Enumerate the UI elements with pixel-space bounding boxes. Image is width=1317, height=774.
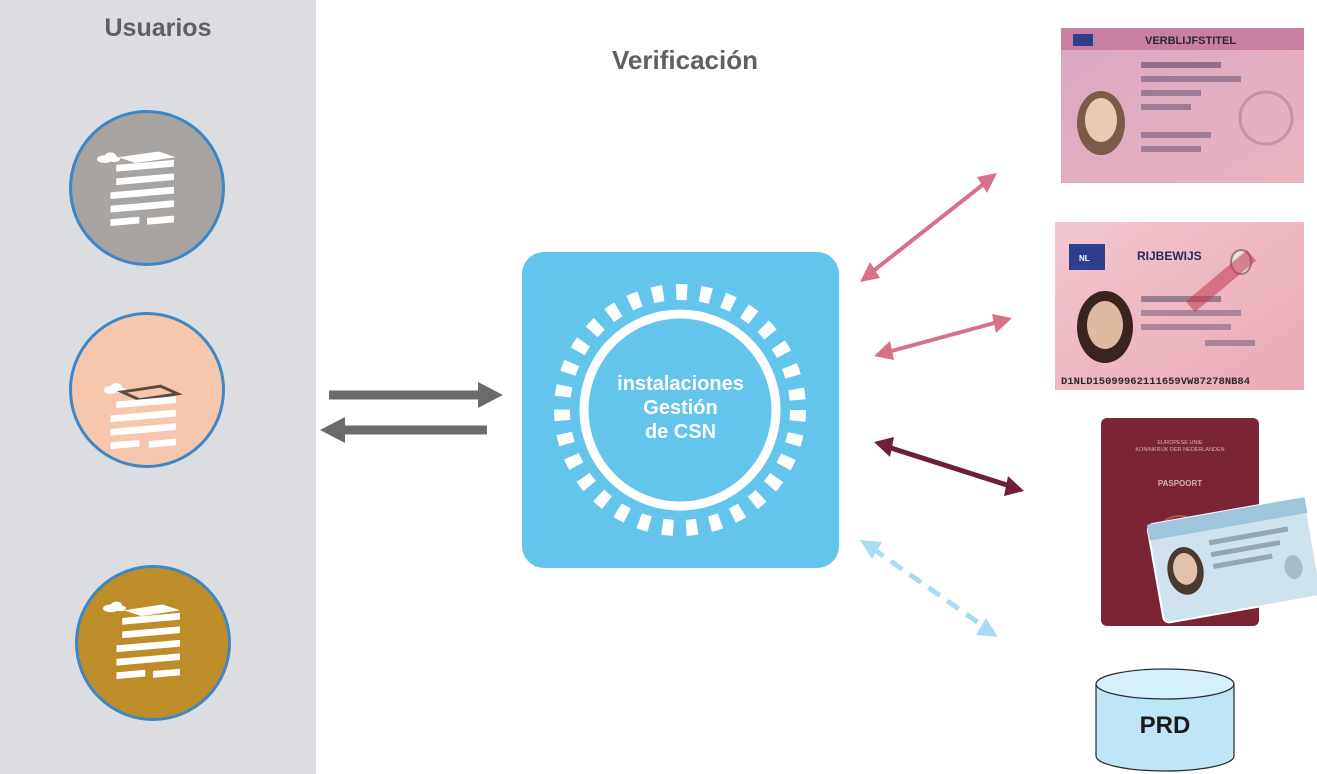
user-node-3[interactable] [75,565,231,721]
prd-label: PRD [1139,712,1191,739]
building-icon [103,383,183,450]
building-icon [103,601,180,680]
licence-header: RIJBEWIJS [1137,249,1202,263]
hub-to-user-arrow [320,417,487,443]
licence-link-arrow [874,314,1012,360]
user-to-hub-arrow [329,382,503,408]
passport-link-arrow [874,437,1024,496]
passport-cover-title: PASPOORT [1158,479,1202,488]
verification-heading: Verificación [612,45,758,75]
users-panel-title: Usuarios [104,14,212,42]
licence-mrz: D1NLD15099962111659VW87278NB84 [1061,376,1250,388]
prd-database[interactable]: PRD [1095,668,1235,772]
building-icon [97,151,176,226]
database-link-arrow [860,540,998,637]
residence-permit-card[interactable]: VERBLIJFSTITEL [1061,28,1304,183]
hub-label: instalaciones Gestión de CSN [617,373,744,443]
hub-ring-icon [554,284,806,536]
user-node-2[interactable] [69,312,225,468]
user-node-1[interactable] [69,110,225,266]
driving-licence-image: NL RIJBEWIJS D1NLD15099962111659VW87278N… [1055,222,1304,390]
permit-link-arrow [860,173,997,282]
permit-header: VERBLIJFSTITEL [1145,35,1236,47]
database-icon [1095,668,1235,772]
residence-permit-image: VERBLIJFSTITEL [1061,28,1304,183]
licence-country: NL [1079,254,1090,263]
driving-licence-card[interactable]: NL RIJBEWIJS D1NLD15099962111659VW87278N… [1055,222,1304,390]
csn-hub[interactable]: instalaciones Gestión de CSN [522,252,839,568]
